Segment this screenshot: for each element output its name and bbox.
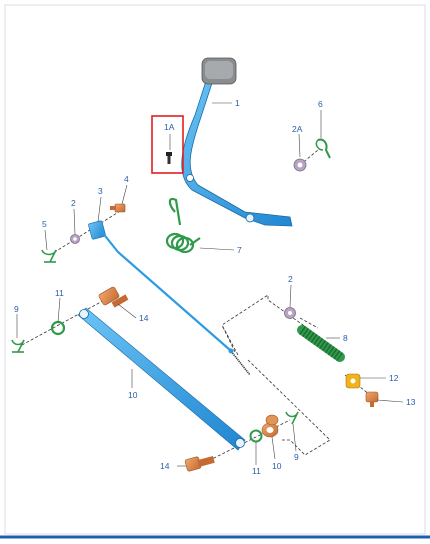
callout-9-right: 9 — [294, 452, 299, 462]
callout-2-left: 2 — [71, 198, 76, 208]
bolt-14-bottom-part — [184, 456, 215, 472]
callout-9-left: 9 — [14, 304, 19, 314]
callout-1A: 1A — [164, 122, 175, 132]
clip-5-part — [41, 249, 57, 263]
callout-10-rod: 10 — [128, 390, 138, 400]
callout-2-right: 2 — [288, 274, 293, 284]
cotter-pin-6-part — [315, 138, 331, 159]
callout-13: 13 — [406, 397, 416, 407]
callout-11-bottom: 11 — [252, 466, 261, 476]
frame-border — [4, 4, 426, 535]
callout-12: 12 — [389, 373, 399, 383]
bolt-13-part — [365, 391, 379, 407]
callout-7: 7 — [237, 245, 242, 255]
callout-2A: 2A — [292, 124, 303, 134]
bracket-12-part — [345, 373, 361, 389]
washer-2-right-part — [284, 307, 296, 319]
brake-rod-10-part — [77, 307, 246, 451]
brake-pedal-part — [181, 57, 293, 227]
callout-3: 3 — [98, 186, 103, 196]
callout-8: 8 — [343, 333, 348, 343]
spring-8-part — [297, 325, 345, 362]
nut-10-part — [261, 414, 279, 438]
washer-2A-part — [293, 158, 307, 172]
bolt-14-top-part — [98, 286, 129, 308]
callout-14-bottom: 14 — [160, 461, 170, 471]
leader-lines — [16, 102, 404, 467]
clip-9-right-part — [285, 411, 299, 425]
bolt-1A-part — [166, 152, 172, 164]
callout-1: 1 — [235, 98, 240, 108]
callout-5: 5 — [42, 219, 47, 229]
callout-4: 4 — [124, 174, 129, 184]
callout-6: 6 — [318, 99, 323, 109]
callout-14-top: 14 — [139, 313, 149, 323]
callout-11-left: 11 — [55, 288, 64, 298]
clip-9-left-part — [11, 339, 25, 353]
washer-2-left-part — [70, 234, 80, 244]
assembly-lines — [21, 149, 371, 466]
callout-labels: 1 1A 2A 6 7 2 3 4 5 9 11 14 10 2 8 12 13… — [14, 98, 416, 476]
spring-7-part — [165, 197, 201, 254]
lock-washer-11-bottom-part — [249, 429, 263, 443]
rod-3-part — [88, 220, 251, 376]
highlight-box-1A — [151, 115, 184, 174]
bolt-4-part — [110, 203, 126, 213]
callout-10-nut: 10 — [272, 461, 282, 471]
